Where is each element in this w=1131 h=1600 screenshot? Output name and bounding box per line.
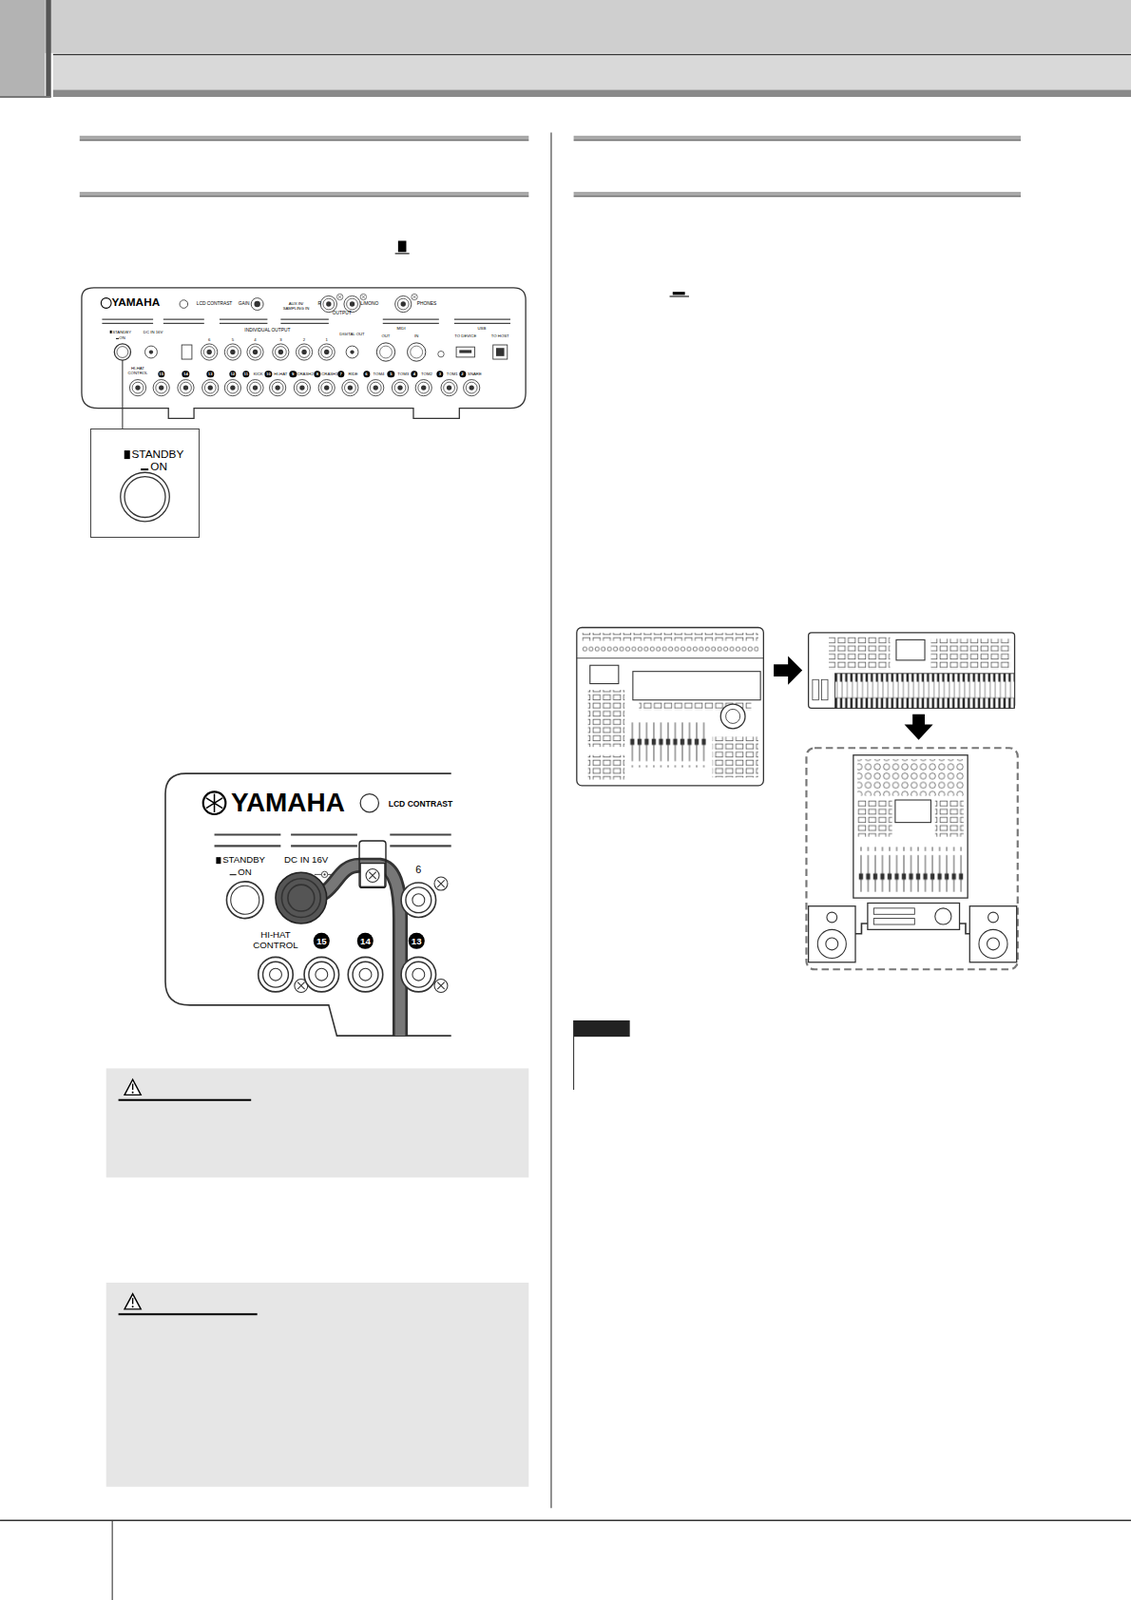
logo-text: YAMAHA xyxy=(230,789,346,817)
trigger-name: KICK xyxy=(253,372,264,377)
panel-label: DC IN 16V xyxy=(284,856,328,866)
panel-label: TO DEVICE xyxy=(454,334,477,339)
panel-label: STANDBY xyxy=(216,856,266,866)
panel-label: GAIN xyxy=(238,302,250,307)
trigger-name: CRASH1 xyxy=(321,372,338,377)
output-number: 2 xyxy=(303,337,306,342)
output-number: 3 xyxy=(279,337,282,342)
trigger-name: CRASH2 xyxy=(296,372,313,377)
panel-label: TO HOST xyxy=(491,334,510,339)
panel-label: MIDI xyxy=(397,326,406,331)
switch-label: ON xyxy=(140,461,168,474)
trigger-name: TOM3 xyxy=(397,372,409,377)
panel-label: USB xyxy=(478,326,487,331)
panel-label: INDIVIDUAL OUTPUT xyxy=(244,328,290,334)
output-number: 6 xyxy=(415,864,422,876)
panel-label: L/MONO xyxy=(360,302,379,307)
trigger-name: TOM1 xyxy=(446,372,459,377)
output-number: 1 xyxy=(325,337,327,342)
trigger-name: TOM2 xyxy=(421,372,433,377)
callout-box: STANDBYON xyxy=(90,428,201,538)
trigger-name: SNARE xyxy=(467,372,482,377)
trigger-name: HI-HAT xyxy=(273,372,288,377)
panel-label: LCD CONTRAST xyxy=(196,302,233,307)
panel-label: ON xyxy=(230,867,252,878)
panel-label: STANDBY xyxy=(109,330,132,335)
panel-label: AUX IN/ SAMPLING IN xyxy=(279,303,312,312)
trigger-name: RIDE xyxy=(347,372,358,377)
logo-text: YAMAHA xyxy=(111,297,160,309)
panel-label: OUTPUT xyxy=(332,310,352,316)
panel-label: DC IN 16V xyxy=(143,330,163,335)
panel-label: ON xyxy=(115,336,126,341)
panel-label: DIGITAL OUT xyxy=(339,332,365,337)
output-number: 4 xyxy=(253,337,256,342)
panel-label: HI-HAT CONTROL xyxy=(126,366,150,376)
output-number: 5 xyxy=(231,337,234,342)
switch-label: STANDBY xyxy=(124,449,185,461)
output-number: 6 xyxy=(208,337,211,342)
panel-label: IN xyxy=(414,334,419,339)
trigger-name: TOM4 xyxy=(373,372,385,377)
panel-label: R xyxy=(317,302,322,307)
panel-label: OUT xyxy=(381,334,390,339)
panel-label: LCD CONTRAST xyxy=(388,800,454,809)
panel-label: HI-HAT CONTROL xyxy=(245,931,307,952)
panel-label: PHONES xyxy=(417,302,437,307)
